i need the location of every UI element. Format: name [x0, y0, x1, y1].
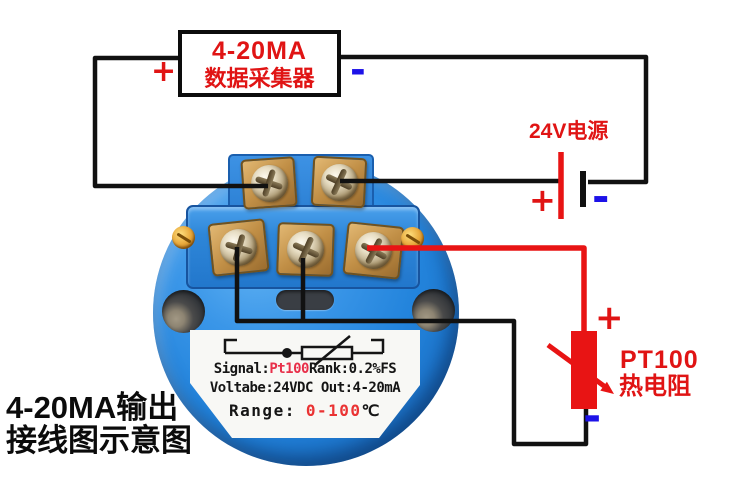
collector-plus-label: + [151, 54, 177, 89]
collector-title-line1: 4-20MA [212, 37, 307, 65]
transmitter-module: Signal:Pt100Rank:0.2%FS Voltabe:24VDC Ou… [153, 154, 459, 466]
label-signal-line: Signal:Pt100Rank:0.2%FS [190, 361, 420, 377]
gold-screw-left-icon [172, 226, 195, 249]
screw-icon [249, 163, 289, 203]
battery-plus-label: + [529, 181, 556, 219]
terminal-sensor-a [207, 218, 270, 277]
caption-line2: 接线图示意图 [6, 423, 192, 458]
collector-minus-label: - [350, 48, 366, 92]
sensor-model-label: PT100 [620, 346, 699, 374]
collector-box: 4-20MA 数据采集器 [178, 30, 341, 97]
screw-icon [218, 227, 259, 268]
terminal-sensor-c [342, 221, 405, 280]
mounting-hole-right [412, 289, 455, 332]
mounting-hole-left [162, 290, 205, 333]
screw-icon [353, 230, 394, 271]
gold-screw-right-icon [401, 227, 424, 250]
sensor-name-label: 热电阻 [619, 373, 691, 400]
collector-title-line2: 数据采集器 [204, 66, 315, 91]
sensor-plus-label: + [595, 298, 624, 338]
power-supply-label: 24V电源 [529, 120, 609, 143]
label-range-key: Range: [229, 401, 296, 420]
label-rank: Rank:0.2%FS [308, 361, 397, 377]
screw-icon [319, 162, 359, 202]
pt100-arrow-shaft [546, 342, 606, 389]
terminal-sensor-b [276, 222, 335, 277]
spec-label: Signal:Pt100Rank:0.2%FS Voltabe:24VDC Ou… [190, 330, 420, 438]
label-range-value: 0-100 [305, 401, 362, 420]
label-voltage-line: Voltabe:24VDC Out:4-20mA [209, 380, 401, 396]
battery-minus-label: - [592, 172, 610, 221]
label-signal-value: Pt100 [269, 361, 309, 377]
sensor-minus-label: - [583, 391, 602, 442]
center-slot [276, 290, 334, 310]
caption-line1: 4-20MA输出 [6, 390, 179, 425]
diagram-caption: 4-20MA输出 接线图示意图 [6, 391, 192, 457]
terminal-power-plus [240, 156, 298, 210]
screw-icon [286, 230, 325, 269]
label-range-unit: ℃ [361, 401, 381, 420]
label-range-line: Range: 0-100℃ [190, 401, 420, 420]
terminal-power-minus [310, 155, 368, 209]
label-signal-key: Signal: [213, 361, 270, 377]
pt100-arrow-head-icon [600, 381, 614, 394]
